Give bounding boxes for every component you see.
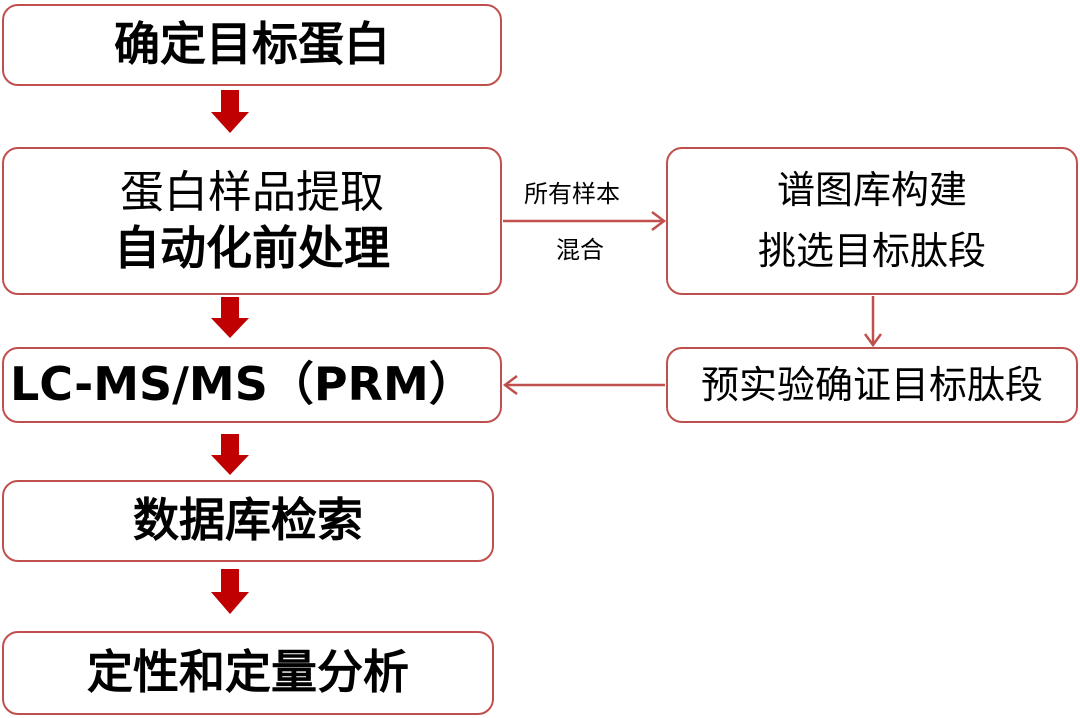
step-qualitative-quantitative-analysis: 定性和定量分析	[2, 631, 494, 715]
step-lcms-prm-label: LC-MS/MS（PRM）	[10, 357, 475, 412]
step-database-search-label: 数据库检索	[133, 493, 363, 548]
block-arrow-down-1	[211, 90, 249, 133]
step-sample-extraction: 蛋白样品提取 自动化前处理	[2, 147, 502, 295]
line-arrow-to-lcms	[502, 375, 665, 395]
step-preliminary-validation: 预实验确证目标肽段	[666, 347, 1078, 423]
connector-label-all-samples: 所有样本	[524, 180, 620, 208]
step-library-construction: 谱图库构建 挑选目标肽段	[666, 147, 1078, 295]
step-target-protein: 确定目标蛋白	[2, 4, 502, 86]
step-sample-extraction-label: 蛋白样品提取	[120, 166, 384, 218]
line-arrow-to-library	[503, 211, 667, 231]
step-target-protein-label: 确定目标蛋白	[114, 17, 390, 72]
step-library-construction-label: 谱图库构建	[776, 168, 967, 213]
step-automated-pretreatment-label: 自动化前处理	[114, 220, 390, 275]
block-arrow-down-4	[211, 569, 249, 614]
line-arrow-to-validation	[863, 296, 883, 348]
step-lcms-prm: LC-MS/MS（PRM）	[2, 347, 502, 423]
block-arrow-down-2	[211, 297, 249, 338]
step-preliminary-validation-label: 预实验确证目标肽段	[700, 362, 1043, 407]
step-database-search: 数据库检索	[2, 480, 494, 562]
step-analysis-label: 定性和定量分析	[87, 645, 409, 700]
connector-label-mixed: 混合	[556, 236, 604, 264]
block-arrow-down-3	[211, 434, 249, 475]
step-select-peptides-label: 挑选目标肽段	[757, 229, 986, 273]
